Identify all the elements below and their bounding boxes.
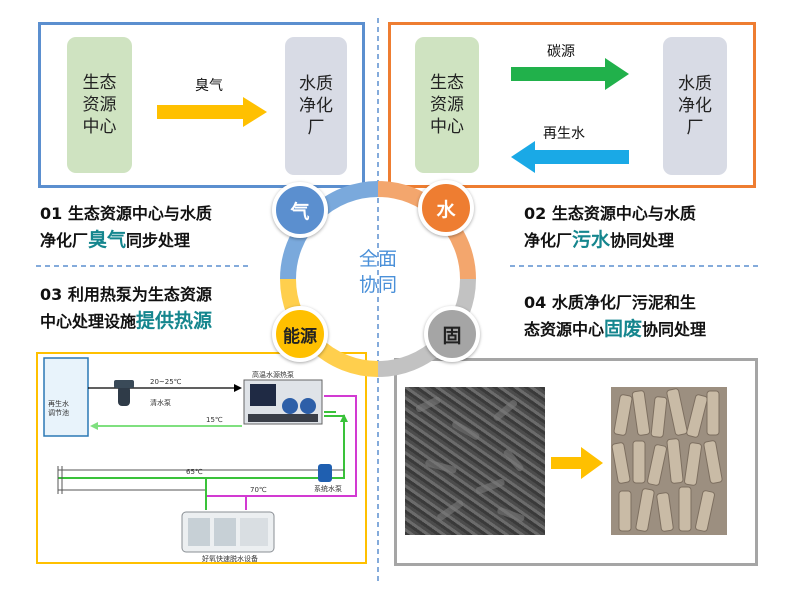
caption-solid-line1: 04 水质净化厂污泥和生: [524, 293, 696, 312]
panel-odor: 生态 资源 中心 水质 净化 厂 臭气: [38, 22, 365, 188]
water-purification-plant-box: 水质 净化 厂: [285, 37, 347, 175]
caption-heat: 03 利用热泵为生态资源 中心处理设施提供热源: [40, 282, 212, 335]
caption-wastewater-line1: 02 生态资源中心与水质: [524, 204, 696, 223]
node-water: 水: [418, 180, 474, 236]
panel-solid-waste: [394, 358, 758, 566]
caption-heat-line1: 03 利用热泵为生态资源: [40, 285, 212, 304]
tank-label: 再生水 调节池: [48, 400, 69, 417]
clear-water-pump-label: 清水泵: [150, 399, 171, 407]
carbon-source-label: 碳源: [547, 44, 575, 60]
caption-wastewater: 02 生态资源中心与水质 净化厂污水协同处理: [524, 201, 696, 254]
temp-70-label: 70℃: [250, 486, 267, 494]
pellet-photo: [611, 387, 727, 535]
heat-pump-label: 高温水源热泵: [252, 371, 294, 379]
sludge-photo: [405, 387, 545, 535]
water-purification-plant-box: 水质 净化 厂: [663, 37, 727, 175]
conversion-arrow: [551, 447, 603, 479]
supply-temp-label: 20~25℃: [150, 378, 182, 386]
ring-center-text: 全面 协同: [350, 246, 406, 298]
caption-odor-line1: 01 生态资源中心与水质: [40, 204, 212, 223]
node-solid: 固: [424, 306, 480, 362]
reclaimed-water-arrow: [511, 141, 629, 173]
node-air: 气: [272, 182, 328, 238]
ring-center-line1: 全面: [358, 248, 397, 270]
pellet-texture: [611, 388, 723, 532]
reclaimed-water-label: 再生水: [543, 126, 585, 142]
odor-arrow: [157, 97, 267, 127]
sludge-texture: [415, 396, 525, 522]
odor-label: 臭气: [195, 78, 223, 94]
temp-65-label: 65℃: [186, 468, 203, 476]
circulation-pump-label: 系统水泵: [314, 485, 342, 493]
return-temp-label: 15℃: [206, 416, 223, 424]
caption-solid-line2: 态资源中心固废协同处理: [524, 318, 707, 340]
ring-center-line2: 协同: [358, 274, 397, 296]
node-energy: 能源: [272, 306, 328, 362]
caption-wastewater-line2: 净化厂污水协同处理: [524, 229, 675, 251]
caption-heat-line2: 中心处理设施提供热源: [40, 310, 213, 332]
caption-odor: 01 生态资源中心与水质 净化厂臭气同步处理: [40, 201, 212, 254]
panel-wastewater: 生态 资源 中心 水质 净化 厂 碳源 再生水: [388, 22, 756, 188]
eco-resource-center-box: 生态 资源 中心: [67, 37, 132, 173]
caption-solid: 04 水质净化厂污泥和生 态资源中心固废协同处理: [524, 290, 706, 343]
heat-pump-schematic: [43, 357, 357, 553]
caption-odor-line2: 净化厂臭气同步处理: [40, 229, 191, 251]
carbon-source-arrow: [511, 58, 629, 90]
eco-resource-center-box: 生态 资源 中心: [415, 37, 479, 173]
dewatering-equipment-label: 好氧快速脱水设备: [202, 555, 258, 563]
panel-heat-pump: 再生水 调节池 20~25℃ 清水泵 高温水源热泵 15℃ 65℃ 70℃ 系统…: [36, 352, 367, 564]
